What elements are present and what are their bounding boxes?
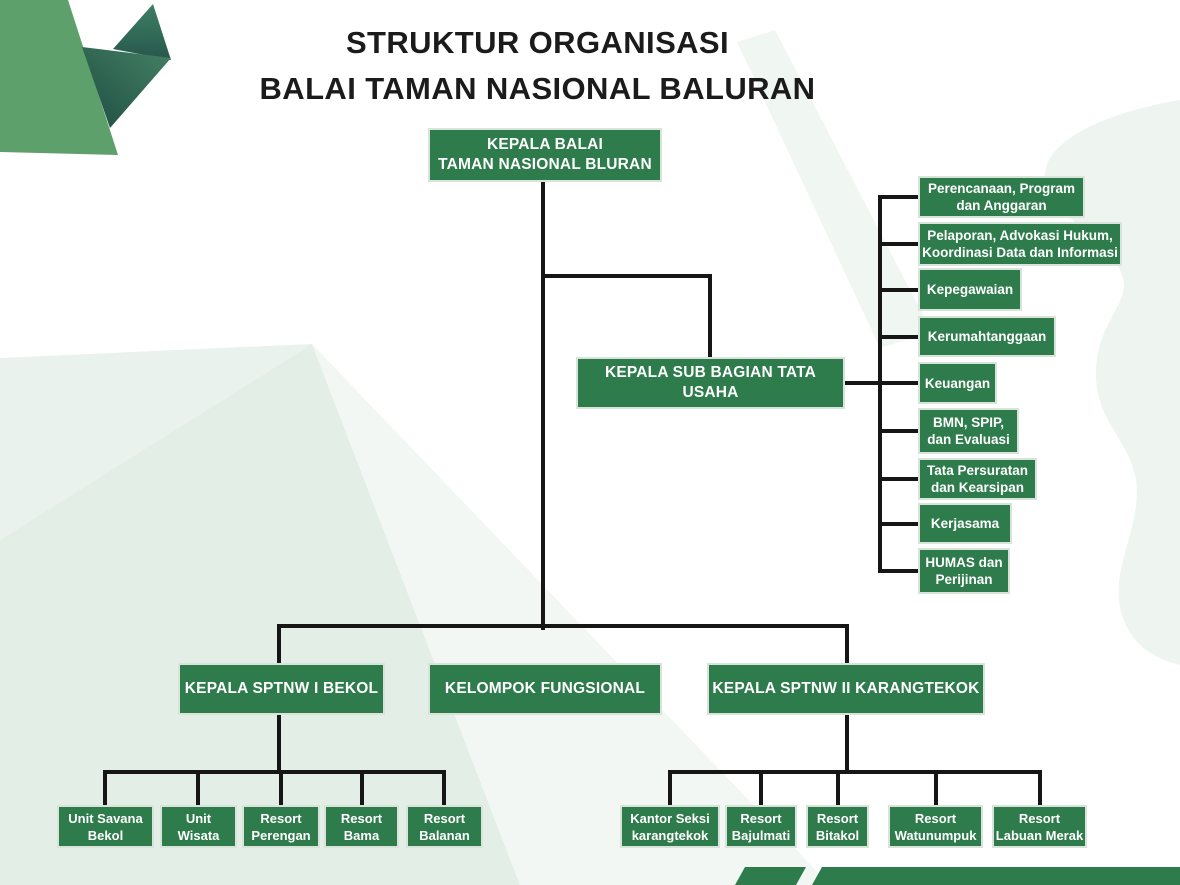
org-box-kerjasama: Kerjasama <box>918 503 1012 544</box>
org-box-perencanaan-program-anggaran: Perencanaan, Program dan Anggaran <box>918 176 1085 218</box>
org-box-resort-bama: Resort Bama <box>324 805 399 848</box>
org-box-bmn-spip-evaluasi: BMN, SPIP, dan Evaluasi <box>918 408 1019 454</box>
page-title-line2: BALAI TAMAN NASIONAL BALURAN <box>259 71 816 106</box>
org-box-resort-labuan-merak: Resort Labuan Merak <box>992 805 1087 848</box>
org-box-kepala-sptnw-2-karangtekok: KEPALA SPTNW II KARANGTEKOK <box>707 663 985 715</box>
org-box-kepala-sptnw-1-bekol: KEPALA SPTNW I BEKOL <box>178 663 385 715</box>
org-box-resort-perengan: Resort Perengan <box>242 805 320 848</box>
org-box-kantor-seksi-karangtekok: Kantor Seksi karangtekok <box>620 805 720 848</box>
org-box-unit-wisata: Unit Wisata <box>160 805 237 848</box>
org-box-kepala-balai: KEPALA BALAI TAMAN NASIONAL BLURAN <box>428 128 662 182</box>
org-box-kepegawaian: Kepegawaian <box>918 268 1022 311</box>
org-box-kepala-sub-bagian-tata-usaha: KEPALA SUB BAGIAN TATA USAHA <box>576 357 845 409</box>
org-box-keuangan: Keuangan <box>918 362 997 404</box>
org-box-resort-bajulmati: Resort Bajulmati <box>725 805 797 848</box>
org-box-kerumahtanggaan: Kerumahtanggaan <box>918 316 1056 357</box>
org-box-humas-perijinan: HUMAS dan Perijinan <box>918 548 1010 594</box>
org-box-resort-watunumpuk: Resort Watunumpuk <box>888 805 983 848</box>
bottom-stripe <box>735 867 1180 885</box>
page-title-line1: STRUKTUR ORGANISASI <box>345 25 730 60</box>
org-box-unit-savana-bekol: Unit Savana Bekol <box>57 805 154 848</box>
page-title: STRUKTUR ORGANISASI BALAI TAMAN NASIONAL… <box>0 20 1075 112</box>
org-box-pelaporan-advokasi-hukum: Pelaporan, Advokasi Hukum, Koordinasi Da… <box>918 222 1122 266</box>
lowpoly-background <box>0 344 830 885</box>
org-box-resort-balanan: Resort Balanan <box>406 805 483 848</box>
org-box-resort-bitakol: Resort Bitakol <box>806 805 869 848</box>
org-box-kelompok-fungsional: KELOMPOK FUNGSIONAL <box>428 663 662 715</box>
org-box-tata-persuratan-kearsipan: Tata Persuratan dan Kearsipan <box>918 458 1037 500</box>
